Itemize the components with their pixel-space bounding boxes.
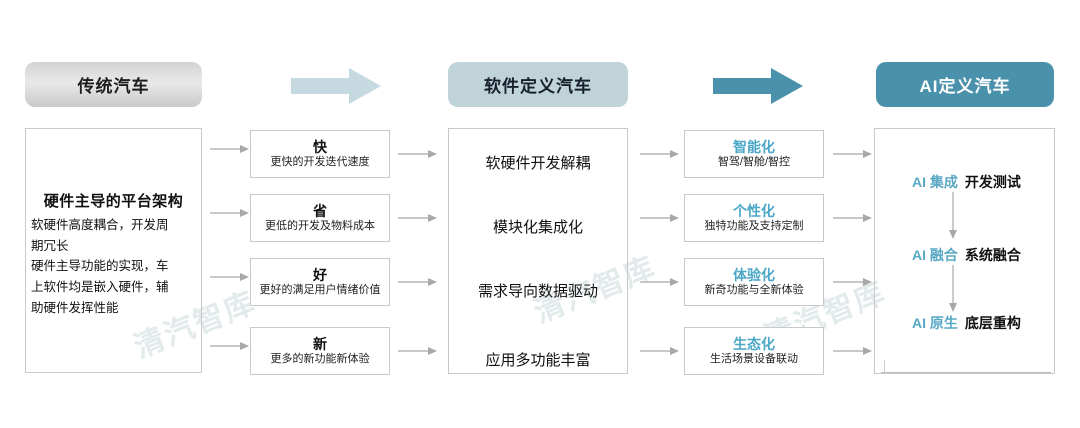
connector-middle-to-trend-1-icon	[640, 148, 680, 160]
trend-card-4[interactable]: 生态化 生活场景设备联动	[684, 327, 824, 375]
header-ai-defined-vehicle-label: AI定义汽车	[919, 77, 1011, 96]
arrow-traditional-to-software-icon	[291, 68, 381, 104]
benefit-card-4-subtitle: 更多的新功能新体验	[270, 352, 370, 365]
trend-card-3[interactable]: 体验化 新奇功能与全新体验	[684, 258, 824, 306]
ai-frame-tick	[884, 360, 885, 372]
benefit-card-1-title: 快	[313, 138, 327, 155]
traditional-description-line-5: 助硬件发挥性能	[31, 300, 119, 315]
connector-benefit-1-to-middle-icon	[398, 148, 438, 160]
ai-row-1-value: 开发测试	[964, 174, 1021, 190]
connector-left-to-benefit-4-icon	[210, 340, 250, 352]
header-traditional-vehicle[interactable]: 传统汽车	[25, 62, 202, 107]
benefit-card-3[interactable]: 好 更好的满足用户情绪价值	[250, 258, 390, 306]
connector-middle-to-trend-3-icon	[640, 276, 680, 288]
trend-card-1[interactable]: 智能化 智驾/智舱/智控	[684, 130, 824, 178]
connector-middle-to-trend-4-icon	[640, 345, 680, 357]
traditional-description-title: 硬件主导的平台架构	[43, 193, 184, 210]
ai-row-3: AI 原生底层重构	[912, 313, 1021, 333]
ai-frame-baseline	[881, 372, 1051, 373]
connector-benefit-3-to-middle-icon	[398, 276, 438, 288]
benefit-card-2[interactable]: 省 更低的开发及物料成本	[250, 194, 390, 242]
header-software-defined-vehicle[interactable]: 软件定义汽车	[448, 62, 628, 107]
trend-card-2[interactable]: 个性化 独特功能及支持定制	[684, 194, 824, 242]
arrow-software-to-ai-icon	[713, 68, 803, 104]
connector-trend-1-to-ai-icon	[833, 148, 873, 160]
trend-card-3-title: 体验化	[733, 266, 775, 283]
middle-item-2: 模块化集成化	[492, 219, 583, 236]
benefit-card-2-title: 省	[313, 202, 327, 219]
traditional-description-line-4: 上软件均是嵌入硬件，辅	[31, 279, 169, 294]
frame-traditional	[25, 128, 202, 373]
benefit-card-4[interactable]: 新 更多的新功能新体验	[250, 327, 390, 375]
benefit-card-3-title: 好	[313, 266, 327, 283]
benefit-card-3-subtitle: 更好的满足用户情绪价值	[259, 283, 381, 296]
traditional-description: 硬件主导的平台架构 软硬件高度耦合，开发周 期冗长 硬件主导功能的实现，车 上软…	[31, 190, 196, 318]
benefit-card-2-subtitle: 更低的开发及物料成本	[265, 219, 375, 232]
ai-row-3-key: AI 原生	[912, 315, 958, 331]
ai-row-2: AI 融合系统融合	[912, 245, 1021, 265]
trend-card-1-title: 智能化	[733, 138, 775, 155]
benefit-card-4-title: 新	[313, 335, 327, 352]
header-traditional-vehicle-label: 传统汽车	[77, 77, 150, 96]
header-software-defined-vehicle-label: 软件定义汽车	[484, 77, 592, 96]
connector-trend-4-to-ai-icon	[833, 345, 873, 357]
header-ai-defined-vehicle[interactable]: AI定义汽车	[876, 62, 1054, 107]
traditional-description-line-3: 硬件主导功能的实现，车	[31, 259, 169, 274]
trend-card-2-subtitle: 独特功能及支持定制	[704, 219, 804, 232]
trend-card-4-title: 生态化	[733, 335, 775, 352]
frame-ai-defined	[874, 128, 1055, 374]
connector-benefit-4-to-middle-icon	[398, 345, 438, 357]
connector-middle-to-trend-2-icon	[640, 212, 680, 224]
middle-item-3: 需求导向数据驱动	[477, 283, 598, 300]
ai-row-3-value: 底层重构	[964, 315, 1021, 331]
benefit-card-1-subtitle: 更快的开发迭代速度	[270, 155, 370, 168]
ai-row-1-key: AI 集成	[912, 174, 958, 190]
traditional-description-line-2: 期冗长	[31, 238, 69, 253]
traditional-description-line-1: 软硬件高度耦合，开发周	[31, 218, 169, 232]
connector-benefit-2-to-middle-icon	[398, 212, 438, 224]
connector-left-to-benefit-1-icon	[210, 143, 250, 155]
ai-row-2-key: AI 融合	[912, 247, 958, 263]
frame-software-defined: 软硬件开发解耦 模块化集成化 需求导向数据驱动 应用多功能丰富	[448, 128, 628, 374]
middle-item-1: 软硬件开发解耦	[485, 155, 591, 172]
trend-card-2-title: 个性化	[733, 202, 775, 219]
connector-left-to-benefit-3-icon	[210, 271, 250, 283]
trend-card-1-subtitle: 智驾/智舱/智控	[717, 155, 791, 168]
middle-item-4: 应用多功能丰富	[485, 352, 591, 369]
ai-row-2-value: 系统融合	[964, 247, 1021, 263]
trend-card-4-subtitle: 生活场景设备联动	[710, 352, 798, 365]
connector-trend-2-to-ai-icon	[833, 212, 873, 224]
trend-card-3-subtitle: 新奇功能与全新体验	[704, 283, 804, 296]
connector-trend-3-to-ai-icon	[833, 276, 873, 288]
connector-left-to-benefit-2-icon	[210, 207, 250, 219]
ai-row-1: AI 集成开发测试	[912, 172, 1021, 192]
ai-arrow-2-icon	[947, 265, 959, 313]
benefit-card-1[interactable]: 快 更快的开发迭代速度	[250, 130, 390, 178]
ai-arrow-1-icon	[947, 192, 959, 240]
